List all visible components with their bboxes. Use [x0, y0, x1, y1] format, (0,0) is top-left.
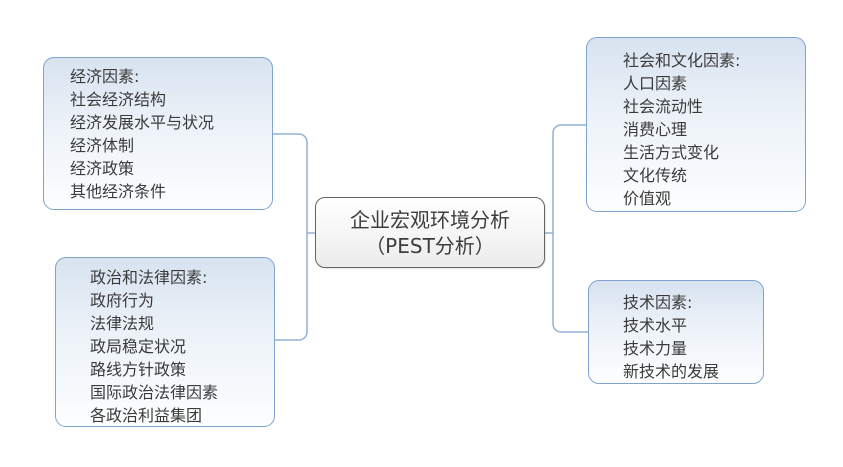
box-item: 价值观: [623, 189, 672, 208]
box-title: 政治和法律因素:: [90, 268, 208, 287]
right-bracket-connector: [552, 124, 588, 333]
box-item: 经济发展水平与状况: [70, 113, 215, 132]
box-item: 技术力量: [623, 339, 688, 358]
political-legal-factors-box: 政治和法律因素: 政府行为 法律法规 政局稳定状况 路线方针政策 国际政治法律因…: [55, 257, 275, 427]
box-item: 新技术的发展: [623, 362, 720, 381]
box-item: 法律法规: [90, 314, 155, 333]
center-topic-box: 企业宏观环境分析 （PEST分析）: [315, 197, 545, 268]
box-item: 经济体制: [70, 136, 135, 155]
box-item: 生活方式变化: [623, 143, 720, 162]
box-item: 路线方针政策: [90, 360, 187, 379]
box-title: 经济因素:: [70, 67, 140, 86]
box-item: 社会经济结构: [70, 90, 167, 109]
box-item: 社会流动性: [623, 97, 704, 116]
box-item: 政局稳定状况: [90, 337, 187, 356]
box-item: 文化传统: [623, 166, 688, 185]
economic-factors-box: 经济因素: 社会经济结构 经济发展水平与状况 经济体制 经济政策 其他经济条件: [43, 57, 273, 210]
technological-factors-box: 技术因素: 技术水平 技术力量 新技术的发展: [588, 280, 764, 384]
box-item: 政府行为: [90, 291, 155, 310]
box-item: 技术水平: [623, 316, 688, 335]
box-title: 技术因素:: [623, 293, 693, 312]
social-cultural-factors-box: 社会和文化因素: 人口因素 社会流动性 消费心理 生活方式变化 文化传统 价值观: [586, 37, 806, 212]
box-item: 消费心理: [623, 120, 688, 139]
box-item: 国际政治法律因素: [90, 383, 219, 402]
center-title-line2: （PEST分析）: [365, 234, 495, 258]
box-item: 经济政策: [70, 159, 135, 178]
box-title: 社会和文化因素:: [623, 51, 741, 70]
box-item: 各政治利益集团: [90, 406, 203, 425]
left-bracket-connector: [273, 133, 308, 341]
box-item: 其他经济条件: [70, 182, 167, 201]
center-title-line1: 企业宏观环境分析: [350, 208, 510, 232]
box-item: 人口因素: [623, 74, 688, 93]
